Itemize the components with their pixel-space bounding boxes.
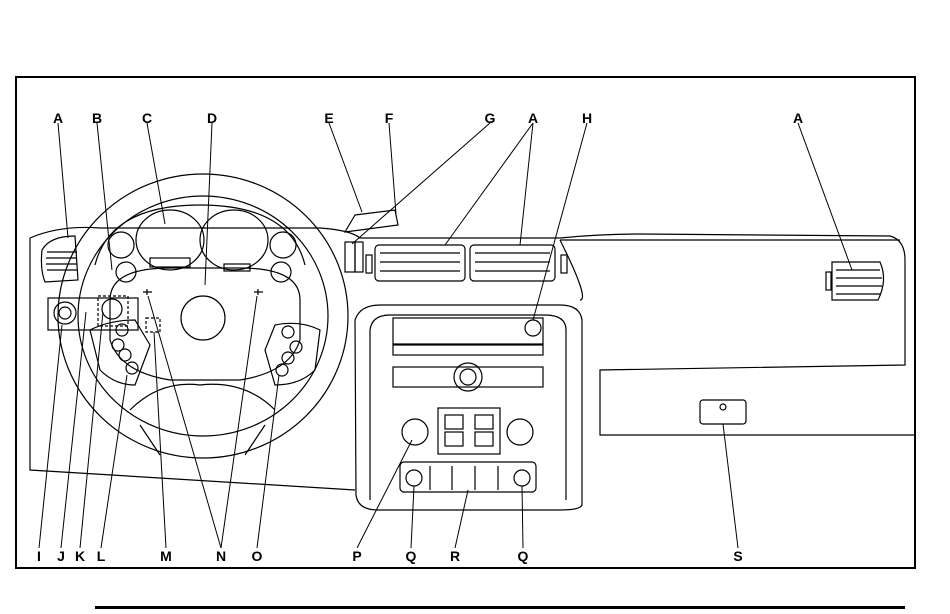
callout-n: N <box>211 549 231 563</box>
right-fascia-curve <box>560 240 583 300</box>
callout-o: O <box>247 549 267 563</box>
callout-p: P <box>347 549 367 563</box>
dashboard-lower-edge <box>30 238 355 490</box>
dimmer-knob <box>102 299 122 319</box>
callout-a-right: A <box>788 111 808 125</box>
headlamp-switch-inner <box>59 307 71 319</box>
callout-g: G <box>480 111 500 125</box>
glove-box-latch <box>700 400 746 424</box>
callout-q-right: Q <box>513 549 533 563</box>
callout-j: J <box>51 549 71 563</box>
callout-m: M <box>156 549 176 563</box>
callout-l: L <box>91 549 111 563</box>
callout-r: R <box>445 549 465 563</box>
callout-d: D <box>202 111 222 125</box>
callout-b: B <box>87 111 107 125</box>
left-air-vent <box>41 236 78 282</box>
hazard-buttons-2 <box>355 242 363 272</box>
callout-f: F <box>379 111 399 125</box>
page-bottom-rule <box>95 606 905 609</box>
callout-a-center: A <box>523 111 543 125</box>
steering-wheel <box>58 174 348 458</box>
callout-k: K <box>70 549 90 563</box>
callout-c: C <box>137 111 157 125</box>
right-air-vent <box>826 262 884 300</box>
callout-s: S <box>728 549 748 563</box>
hazard-buttons <box>345 242 355 272</box>
callout-e: E <box>319 111 339 125</box>
shift-lever <box>345 210 398 232</box>
callout-i: I <box>29 549 49 563</box>
leader-lines <box>39 123 852 548</box>
callout-h: H <box>577 111 597 125</box>
center-air-vents <box>366 245 567 281</box>
horn-mark-left <box>143 289 152 295</box>
horn-mark-right <box>254 289 263 295</box>
callout-a-left: A <box>48 111 68 125</box>
center-stack <box>355 305 582 510</box>
headlamp-switch <box>54 302 76 324</box>
callout-q-left: Q <box>401 549 421 563</box>
